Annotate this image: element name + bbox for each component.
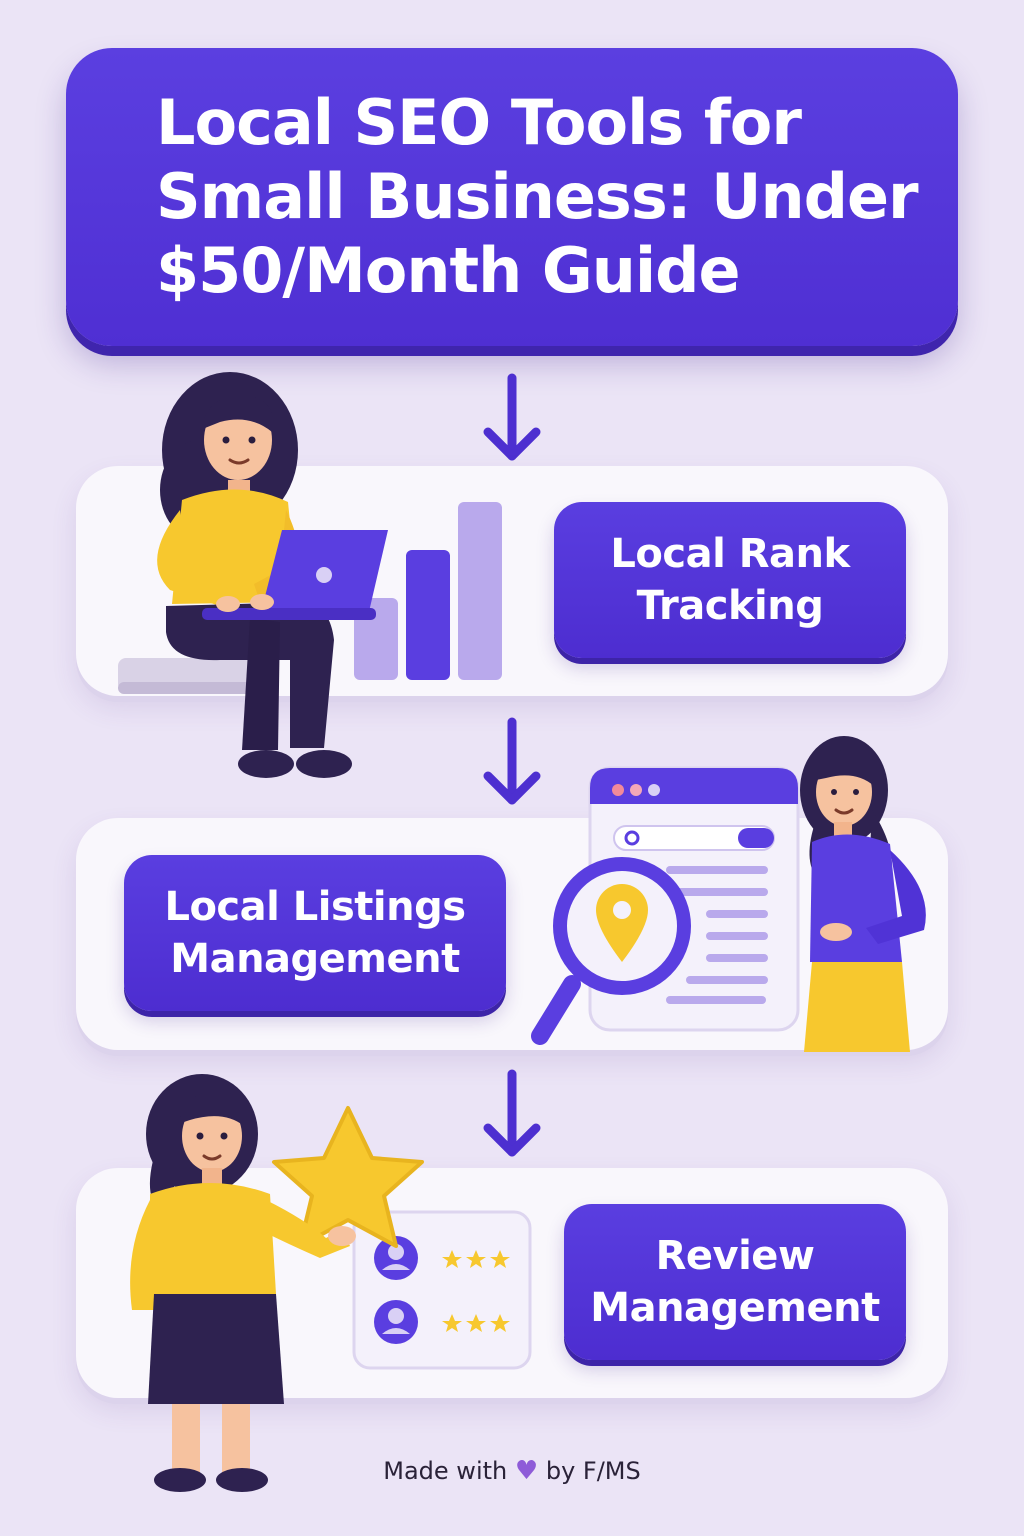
user-avatar-icon [374, 1236, 418, 1280]
step-label-line: Management [170, 936, 460, 982]
title-line-2: Small Business: Under [156, 160, 919, 233]
step-label-reviews: Review Management [564, 1204, 906, 1360]
down-arrow-icon [483, 717, 541, 805]
laptop-icon [202, 530, 388, 620]
woman-with-star-illustration [130, 1074, 532, 1492]
step-label-line: Local Listings [164, 884, 466, 930]
down-arrow-icon [483, 1069, 541, 1157]
footer-credit: Made with ♥ by F/MS [0, 1456, 1024, 1486]
down-arrow-icon [483, 373, 541, 461]
map-pin-icon [596, 884, 648, 962]
step-label-rank-tracking: Local Rank Tracking [554, 502, 906, 658]
woman-with-laptop-illustration [118, 372, 502, 778]
browser-magnifier-illustration [531, 736, 926, 1052]
star-icon [442, 1250, 510, 1332]
title-card [66, 48, 958, 346]
step-label-listings: Local Listings Management [124, 855, 506, 1011]
page-title: Local SEO Tools for Small Business: Unde… [156, 86, 936, 308]
step-label-line: Review [655, 1233, 815, 1279]
heart-icon: ♥ [514, 1456, 539, 1486]
step-label-line: Tracking [636, 583, 824, 629]
footer-by: by F/MS [545, 1457, 641, 1485]
title-line-3: $50/Month Guide [156, 234, 741, 307]
title-line-1: Local SEO Tools for [156, 86, 802, 159]
user-avatar-icon [374, 1300, 418, 1344]
star-icon [272, 1106, 424, 1248]
bar-chart-icon [354, 502, 502, 680]
step-label-line: Local Rank [610, 531, 850, 577]
step-label-line: Management [590, 1285, 880, 1331]
footer-made-with: Made with [383, 1457, 508, 1485]
